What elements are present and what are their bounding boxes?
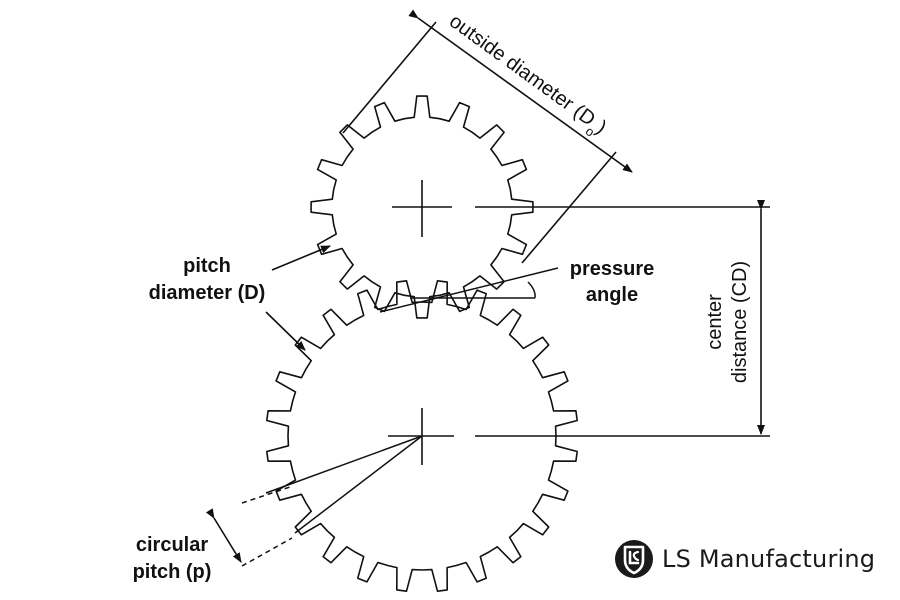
circular-pitch-label-line2: pitch (p)	[133, 561, 212, 583]
pressure-angle-lines	[379, 267, 559, 313]
outside-diameter-dimension-line	[408, 9, 633, 173]
pitch-diameter-leader-large	[265, 311, 306, 351]
small-gear-center-mark	[392, 180, 452, 237]
circular-pitch-radial-lines	[241, 435, 423, 567]
pitch-diameter-leader-small	[271, 245, 331, 271]
center-distance-extension-lines	[475, 206, 770, 437]
ls-shield-logo-icon	[615, 540, 653, 578]
circular-pitch-dimension-line	[205, 508, 242, 563]
brand-name: LS Manufacturing	[662, 545, 876, 573]
pressure-angle-label-line1: pressure	[570, 258, 655, 280]
pitch-diameter-label-line1: pitch	[183, 255, 231, 277]
circular-pitch-label-line1: circular	[136, 534, 208, 556]
outside-diameter-label: outside diameter (Do)	[442, 10, 611, 143]
brand-logo: LS Manufacturing	[614, 537, 875, 581]
pitch-diameter-label-line2: diameter (D)	[149, 282, 266, 304]
large-gear-outline	[266, 280, 578, 592]
center-distance-label-line1: center	[704, 294, 726, 350]
outside-diameter-extension-lines	[342, 21, 617, 264]
center-distance-label-line2: distance (CD)	[729, 261, 751, 383]
pressure-angle-label-line2: angle	[586, 284, 638, 306]
